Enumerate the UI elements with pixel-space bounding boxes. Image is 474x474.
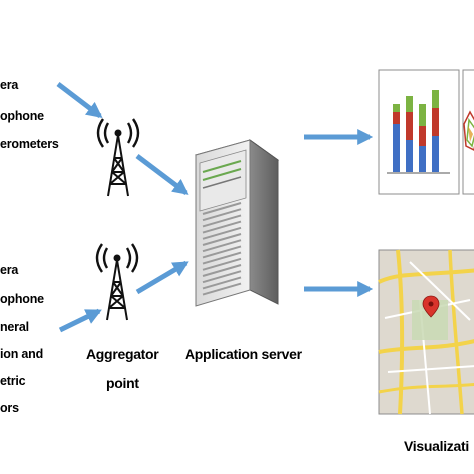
sensor-label: era bbox=[0, 263, 19, 277]
arrow-sensors1-to-tower1 bbox=[56, 82, 103, 118]
arrow-tower1-to-server bbox=[135, 154, 189, 195]
server-icon bbox=[194, 139, 280, 307]
chart-bar bbox=[406, 140, 413, 172]
server-slot bbox=[202, 202, 242, 215]
aggregator-caption-line2: point bbox=[106, 375, 139, 391]
server-slot bbox=[202, 245, 242, 259]
map-panel bbox=[378, 249, 474, 415]
server-slot bbox=[202, 264, 242, 277]
map-pin-icon bbox=[422, 295, 440, 318]
chart-bar bbox=[432, 136, 439, 172]
arrow-sensors2-to-tower2 bbox=[58, 308, 102, 333]
chart-bar bbox=[393, 124, 400, 172]
sensor-label: ors bbox=[0, 401, 19, 415]
server-slot bbox=[202, 282, 242, 296]
sensor-label: ion and bbox=[0, 347, 44, 361]
server-slot bbox=[202, 251, 242, 265]
aggregator-caption-line1: Aggregator bbox=[86, 346, 159, 362]
antenna-tower-icon bbox=[95, 243, 139, 321]
stacked-bar-chart-icon bbox=[387, 90, 450, 174]
sensor-label: era bbox=[0, 78, 19, 92]
server-slot bbox=[202, 220, 242, 234]
sensor-label: neral bbox=[0, 320, 29, 334]
sensor-label: etric bbox=[0, 374, 26, 388]
arrow-tower2-to-server bbox=[135, 260, 189, 295]
chart-bar bbox=[419, 146, 426, 172]
server-caption: Application server bbox=[185, 346, 302, 362]
visualization-caption: Visualizati bbox=[404, 438, 469, 454]
server-slot bbox=[202, 239, 242, 253]
sensor-label: ophone bbox=[0, 109, 44, 123]
charts-panel bbox=[378, 69, 474, 195]
server-slot bbox=[202, 276, 242, 290]
sensor-label: ophone bbox=[0, 292, 44, 306]
server-slot bbox=[202, 226, 242, 240]
sensor-label: erometers bbox=[0, 137, 59, 151]
antenna-tower-icon bbox=[96, 118, 140, 197]
server-slot bbox=[202, 214, 242, 228]
server-slot bbox=[202, 257, 242, 271]
server-slot bbox=[202, 270, 242, 284]
server-slot bbox=[202, 208, 242, 222]
server-slot bbox=[202, 233, 242, 246]
